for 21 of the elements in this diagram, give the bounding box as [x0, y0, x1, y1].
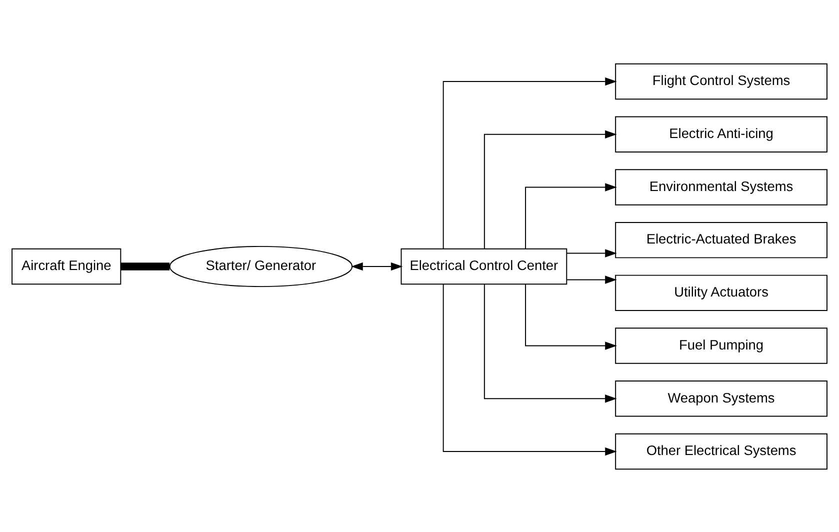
arrow	[484, 283, 617, 402]
arrow	[525, 182, 617, 248]
node-ellipse: Starter/ Generator	[169, 245, 353, 287]
arrow	[484, 130, 617, 249]
arrow	[566, 248, 617, 257]
arrow	[442, 283, 617, 456]
node-box: Electric-Actuated Brakes	[615, 221, 828, 258]
node-box: Fuel Pumping	[615, 327, 828, 364]
arrow	[566, 275, 617, 284]
node-box: Utility Actuators	[615, 274, 828, 311]
node-box: Electric Anti-icing	[615, 116, 828, 152]
node-box: Aircraft Engine	[12, 248, 122, 284]
arrow	[351, 262, 403, 270]
node-box: Weapon Systems	[615, 380, 828, 416]
node-box: Flight Control Systems	[615, 62, 828, 100]
connector	[120, 262, 170, 270]
arrow	[442, 76, 617, 249]
node-box: Other Electrical Systems	[615, 432, 828, 470]
arrow	[525, 284, 617, 350]
node-box: Electrical Control Center	[400, 248, 568, 284]
node-box: Environmental Systems	[615, 168, 828, 205]
